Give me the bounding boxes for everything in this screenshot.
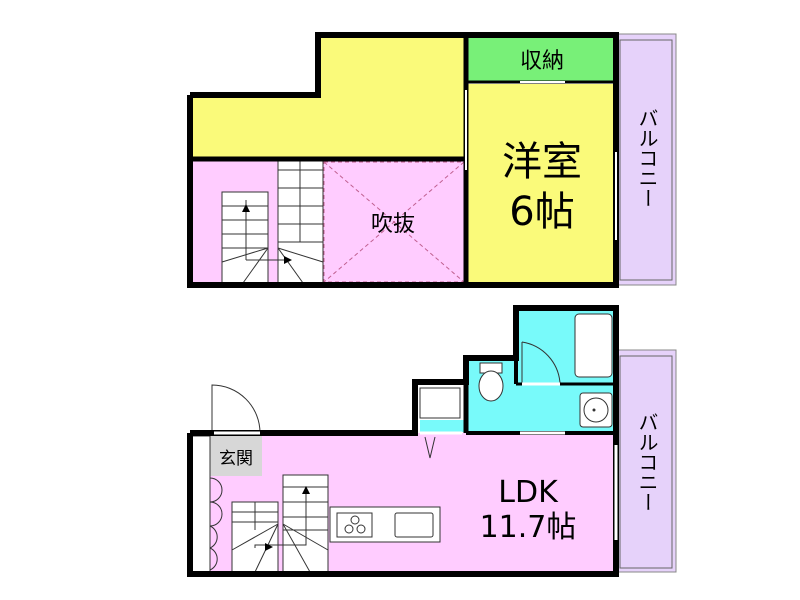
storage-label: 収納 bbox=[520, 49, 564, 74]
stair-arrow-right-icon bbox=[284, 256, 292, 264]
stair-arrow-right-icon bbox=[265, 543, 273, 551]
western-room bbox=[468, 84, 616, 284]
entrance-door[interactable] bbox=[211, 384, 261, 434]
stair-arrow-up-icon bbox=[302, 486, 310, 494]
western-room-size: 6帖 bbox=[509, 189, 574, 235]
bathtub bbox=[574, 313, 613, 378]
upper-floor: 収納 洋室 6帖 吹抜 バルコニー bbox=[187, 32, 677, 288]
lower-floor: 玄関 LDK 11.7帖 バルコニー bbox=[187, 305, 677, 577]
balcony-lower bbox=[617, 349, 677, 573]
storage-room bbox=[468, 36, 616, 82]
balcony-lower-label: バルコニー bbox=[635, 412, 659, 512]
western-room-label: 洋室 bbox=[502, 139, 582, 185]
bathroom-door[interactable] bbox=[521, 341, 561, 384]
loft-area bbox=[190, 35, 466, 160]
void-label: 吹抜 bbox=[371, 212, 415, 237]
sink bbox=[394, 512, 434, 538]
stair-arrow-up-icon bbox=[242, 204, 250, 212]
ldk-size: 11.7帖 bbox=[480, 510, 577, 545]
balcony-upper-label: バルコニー bbox=[635, 108, 659, 208]
entrance-area bbox=[210, 436, 262, 476]
shoe-closet bbox=[191, 435, 211, 573]
entrance-label: 玄関 bbox=[219, 449, 253, 469]
ldk-label: LDK bbox=[498, 475, 559, 510]
